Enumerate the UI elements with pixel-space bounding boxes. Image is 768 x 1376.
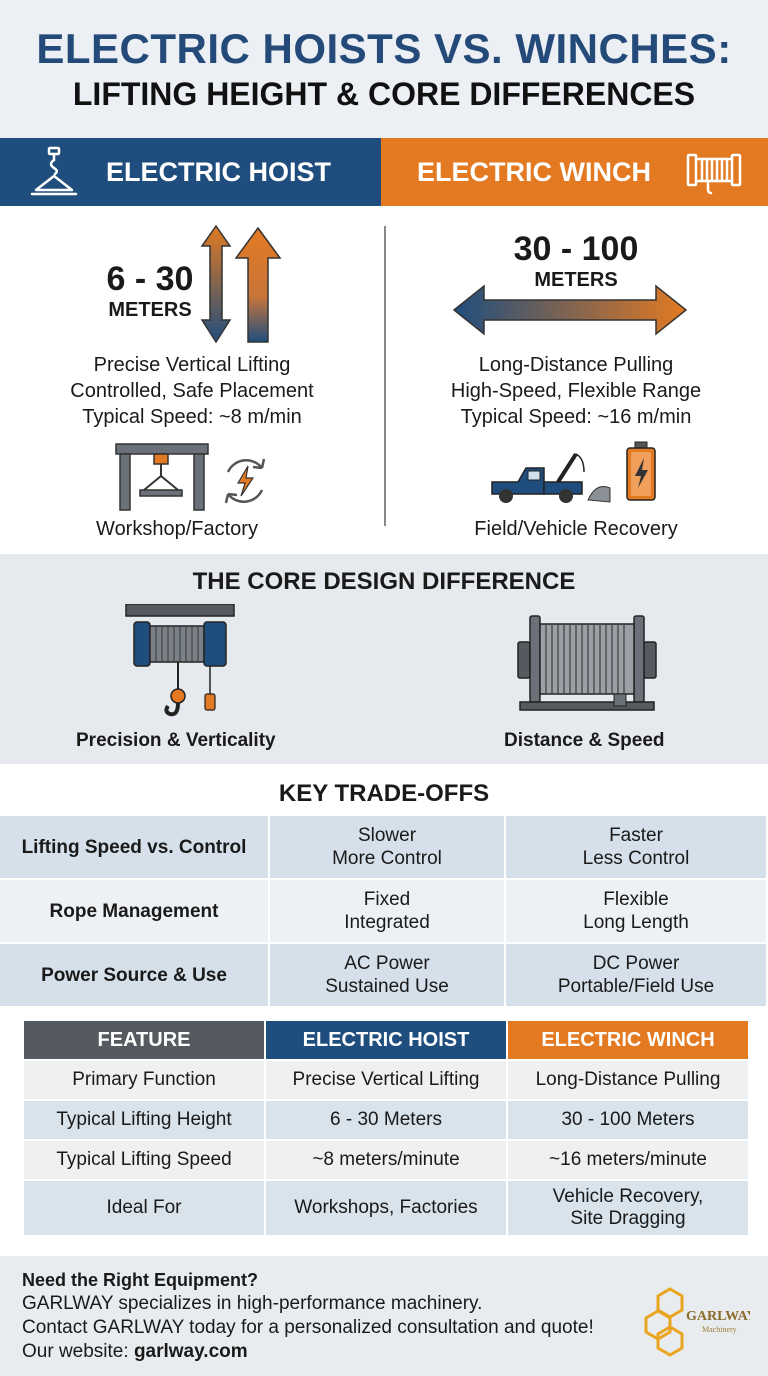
title-block: ELECTRIC HOISTS VS. WINCHES: LIFTING HEI… xyxy=(0,0,768,138)
garlway-logo: GARLWAY Machinery xyxy=(644,1287,750,1357)
winch-column: 30 - 100 METERS Long-Distance Pulling Hi… xyxy=(384,206,768,554)
column-divider xyxy=(384,226,386,526)
feature-table-header: FEATURE ELECTRIC HOIST ELECTRIC WINCH xyxy=(24,1021,748,1061)
hook-crane-icon xyxy=(30,146,78,196)
tradeoff-label: Rope Management xyxy=(0,880,270,944)
horizontal-arrow-icon xyxy=(452,284,688,336)
tradeoffs-title: KEY TRADE-OFFS xyxy=(278,780,490,807)
core-difference-section: THE CORE DESIGN DIFFERENCE Precision & V… xyxy=(0,554,768,764)
winch-reel-icon xyxy=(517,615,657,711)
footer-line-3: Our website: garlway.com xyxy=(22,1341,248,1362)
feature-cell: 6 - 30 Meters xyxy=(266,1101,506,1139)
hoist-unit: METERS xyxy=(108,299,192,321)
column-headers: ELECTRIC HOIST ELECTRIC WINCH xyxy=(0,138,768,206)
winch-header-label: ELECTRIC WINCH xyxy=(417,156,651,187)
winch-range: 30 - 100 xyxy=(513,230,639,268)
page-subtitle: LIFTING HEIGHT & CORE DIFFERENCES xyxy=(72,76,696,112)
gantry-crane-icon xyxy=(115,443,209,511)
feature-cell: Workshops, Factories xyxy=(266,1181,506,1235)
feature-cell: Typical Lifting Height xyxy=(24,1101,264,1139)
hoist-range: 6 - 30 xyxy=(106,260,194,298)
table-row: Typical Lifting Height 6 - 30 Meters 30 … xyxy=(24,1101,748,1141)
table-row: Primary Function Precise Vertical Liftin… xyxy=(24,1061,748,1101)
feature-cell: Typical Lifting Speed xyxy=(24,1141,264,1179)
footer-line-1: GARLWAY specializes in high-performance … xyxy=(22,1293,483,1314)
battery-icon xyxy=(626,441,656,501)
tradeoff-label: Power Source & Use xyxy=(0,944,270,1008)
hoist-header-label: ELECTRIC HOIST xyxy=(106,156,332,187)
hoist-desc-3: Typical Speed: ~8 m/min xyxy=(82,406,302,428)
winch-unit: METERS xyxy=(534,269,618,291)
comparison-section: 6 - 30 METERS Precise Vertical Lifting C… xyxy=(0,206,768,554)
hoist-desc-1: Precise Vertical Lifting xyxy=(93,354,291,376)
feature-table: FEATURE ELECTRIC HOIST ELECTRIC WINCH Pr… xyxy=(24,1021,748,1237)
footer-line-2: Contact GARLWAY today for a personalized… xyxy=(22,1317,594,1338)
power-cycle-icon xyxy=(224,458,266,504)
core-right-label: Distance & Speed xyxy=(504,730,665,751)
feature-cell: ~16 meters/minute xyxy=(508,1141,748,1179)
winch-header: ELECTRIC WINCH xyxy=(381,138,768,206)
winch-desc-2: High-Speed, Flexible Range xyxy=(450,380,702,402)
core-title: THE CORE DESIGN DIFFERENCE xyxy=(192,568,576,595)
hoist-column: 6 - 30 METERS Precise Vertical Lifting C… xyxy=(0,206,384,554)
hoist-place: Workshop/Factory xyxy=(96,518,258,540)
feature-cell: 30 - 100 Meters xyxy=(508,1101,748,1139)
winch-drum-icon xyxy=(686,153,742,195)
hoist-desc-2: Controlled, Safe Placement xyxy=(70,380,314,402)
winch-desc-3: Typical Speed: ~16 m/min xyxy=(460,406,692,428)
page-title: ELECTRIC HOISTS VS. WINCHES: xyxy=(36,25,732,72)
feature-header-cell: ELECTRIC HOIST xyxy=(266,1021,506,1059)
footer-heading: Need the Right Equipment? xyxy=(22,1270,258,1290)
feature-cell: Long-Distance Pulling xyxy=(508,1061,748,1099)
winch-desc-1: Long-Distance Pulling xyxy=(478,354,674,376)
feature-cell: Precise Vertical Lifting xyxy=(266,1061,506,1099)
svg-text:GARLWAY: GARLWAY xyxy=(686,1309,750,1324)
winch-place: Field/Vehicle Recovery xyxy=(474,518,678,540)
feature-cell: Vehicle Recovery,Site Dragging xyxy=(508,1181,748,1235)
tradeoff-label: Lifting Speed vs. Control xyxy=(0,816,270,880)
feature-header-cell: FEATURE xyxy=(24,1021,264,1059)
core-left-label: Precision & Verticality xyxy=(76,730,276,751)
tow-truck-icon xyxy=(491,452,611,503)
footer: Need the Right Equipment? GARLWAY specia… xyxy=(0,1256,768,1376)
vertical-arrows-icon xyxy=(200,224,282,344)
feature-cell: ~8 meters/minute xyxy=(266,1141,506,1179)
feature-cell: Primary Function xyxy=(24,1061,264,1099)
website-link[interactable]: garlway.com xyxy=(133,1341,248,1362)
electric-hoist-icon xyxy=(125,604,235,717)
table-row: Ideal For Workshops, Factories Vehicle R… xyxy=(24,1181,748,1237)
table-row: Typical Lifting Speed ~8 meters/minute ~… xyxy=(24,1141,748,1181)
feature-header-cell: ELECTRIC WINCH xyxy=(508,1021,748,1059)
hoist-header: ELECTRIC HOIST xyxy=(0,138,381,206)
feature-cell: Ideal For xyxy=(24,1181,264,1235)
svg-text:Machinery: Machinery xyxy=(702,1325,737,1334)
